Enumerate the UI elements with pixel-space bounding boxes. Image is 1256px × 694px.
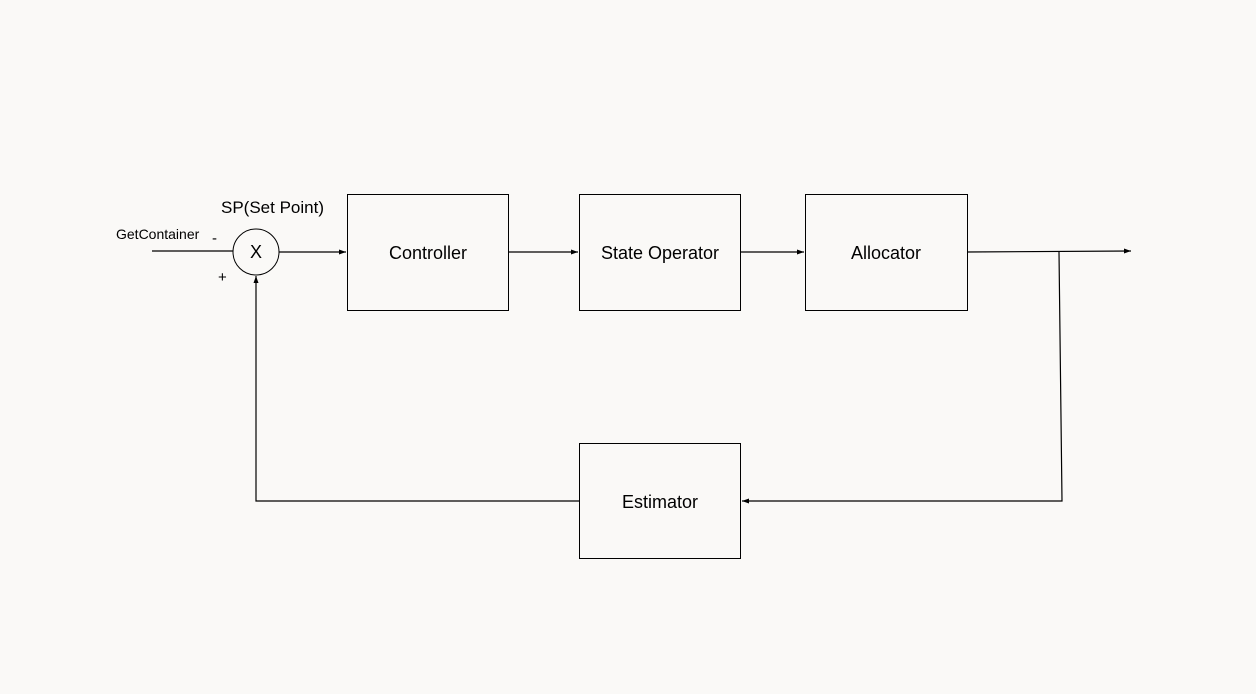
input-label: GetContainer bbox=[116, 226, 200, 242]
estimator-block: Estimator bbox=[579, 443, 741, 559]
allocator-label: Allocator bbox=[851, 243, 921, 263]
summing-junction-symbol: X bbox=[250, 242, 262, 262]
plus-sign: + bbox=[218, 269, 227, 286]
state-operator-label: State Operator bbox=[601, 243, 719, 263]
minus-sign: - bbox=[212, 230, 217, 247]
feedback-line-to-junction bbox=[253, 276, 579, 502]
set-point-label: SP(Set Point) bbox=[221, 198, 324, 217]
output-arrow bbox=[966, 248, 1132, 254]
controller-label: Controller bbox=[389, 243, 467, 263]
estimator-label: Estimator bbox=[622, 492, 698, 512]
summing-junction: X bbox=[232, 228, 280, 276]
estimator-box bbox=[579, 443, 741, 559]
feedback-line-to-estimator bbox=[742, 251, 1063, 504]
controller-block: Controller bbox=[347, 194, 509, 311]
state-operator-block: State Operator bbox=[579, 194, 741, 311]
allocator-box bbox=[805, 194, 968, 311]
allocator-block: Allocator bbox=[805, 194, 968, 311]
controller-box bbox=[347, 194, 509, 311]
